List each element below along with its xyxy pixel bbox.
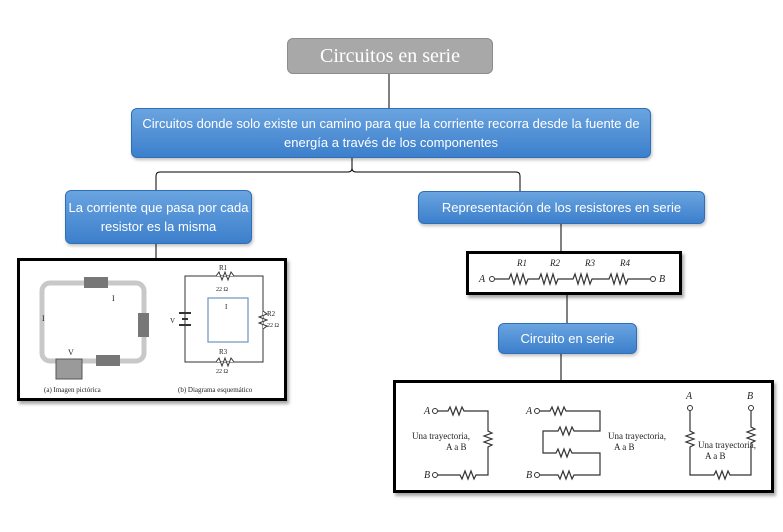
- path-text: Una trayectoria,: [608, 431, 666, 441]
- caption-schematic: (b) Diagrama esquemático: [178, 386, 253, 394]
- terminal-a: [687, 405, 693, 411]
- terminal-b-label: B: [526, 470, 532, 481]
- terminal-b: [432, 472, 438, 478]
- single-path: [684, 411, 757, 481]
- terminal-a: [489, 276, 495, 282]
- page-title: Circuitos en serie: [287, 38, 493, 74]
- same-current-node: La corriente que pasa por cada resistor …: [65, 190, 252, 244]
- pictorial-resistor: [84, 277, 108, 288]
- resistor-label: R2: [549, 258, 560, 268]
- path-text: A a B: [614, 442, 635, 452]
- resistor-label: R1: [516, 258, 527, 268]
- resistor-strip-drawing: A B R1 R2 R3 R4: [478, 258, 665, 287]
- path-text: Una trayectoria,: [412, 431, 470, 441]
- path-text: Una trayectoria,: [698, 440, 756, 450]
- path-text: A a B: [705, 451, 726, 461]
- terminal-a-label: A: [685, 391, 693, 402]
- r1-label: R1: [219, 264, 228, 272]
- caption-pictorial: (a) Imagen pictórica: [44, 386, 102, 394]
- voltage-label: V: [68, 348, 74, 357]
- resistor-strip-figure: A B R1 R2 R3 R4: [466, 251, 682, 295]
- battery-icon: [55, 358, 83, 380]
- r2-value: 22 Ω: [267, 323, 280, 329]
- current-label: I: [112, 294, 115, 303]
- figure-drawing: I I V (a) Imagen pictórica R1 22 Ω R2 22…: [39, 264, 280, 394]
- terminal-b-label: B: [747, 391, 753, 402]
- resistor-symbol: [257, 310, 269, 330]
- terminal-a-label: A: [478, 274, 486, 285]
- resistor-symbol: [215, 270, 235, 282]
- pictorial-resistor: [138, 313, 149, 337]
- terminal-b-label: B: [424, 470, 430, 481]
- current-loop: [207, 297, 249, 343]
- single-path: [438, 405, 494, 481]
- r1-value: 22 Ω: [216, 287, 229, 293]
- path-examples-figure: A B A B A B Una trayectoria, A a B Una t…: [393, 380, 774, 493]
- series-circuit-node: Circuito en serie: [498, 323, 637, 354]
- terminal-a-label: A: [423, 406, 431, 417]
- series-circuit-figure: I I V (a) Imagen pictórica R1 22 Ω R2 22…: [17, 258, 287, 401]
- resistor-symbol: [215, 356, 235, 368]
- r3-value: 22 Ω: [216, 369, 229, 375]
- terminal-a: [432, 408, 438, 414]
- terminal-b-label: B: [659, 274, 665, 285]
- terminal-b: [534, 472, 540, 478]
- voltage-label: V: [170, 317, 175, 325]
- path-text: A a B: [446, 442, 467, 452]
- resistor-chain: [495, 271, 650, 287]
- definition-node: Circuitos donde solo existe un camino pa…: [131, 108, 651, 158]
- single-path: [540, 405, 601, 481]
- terminal-a: [534, 408, 540, 414]
- resistor-label: R3: [584, 258, 595, 268]
- r2-label: R2: [267, 310, 276, 318]
- terminal-b: [748, 405, 754, 411]
- pictorial-resistor: [96, 355, 120, 366]
- resistors-series-node: Representación de los resistores en seri…: [418, 191, 705, 224]
- resistor-label: R4: [619, 258, 630, 268]
- terminal-b: [650, 276, 656, 282]
- r3-label: R3: [219, 348, 228, 356]
- path-examples-drawing: A B A B A B Una trayectoria, A a B Una t…: [412, 391, 757, 481]
- terminal-a-label: A: [525, 406, 533, 417]
- current-label: I: [225, 303, 228, 311]
- current-label: I: [42, 314, 45, 323]
- pictorial-wire: [39, 280, 147, 364]
